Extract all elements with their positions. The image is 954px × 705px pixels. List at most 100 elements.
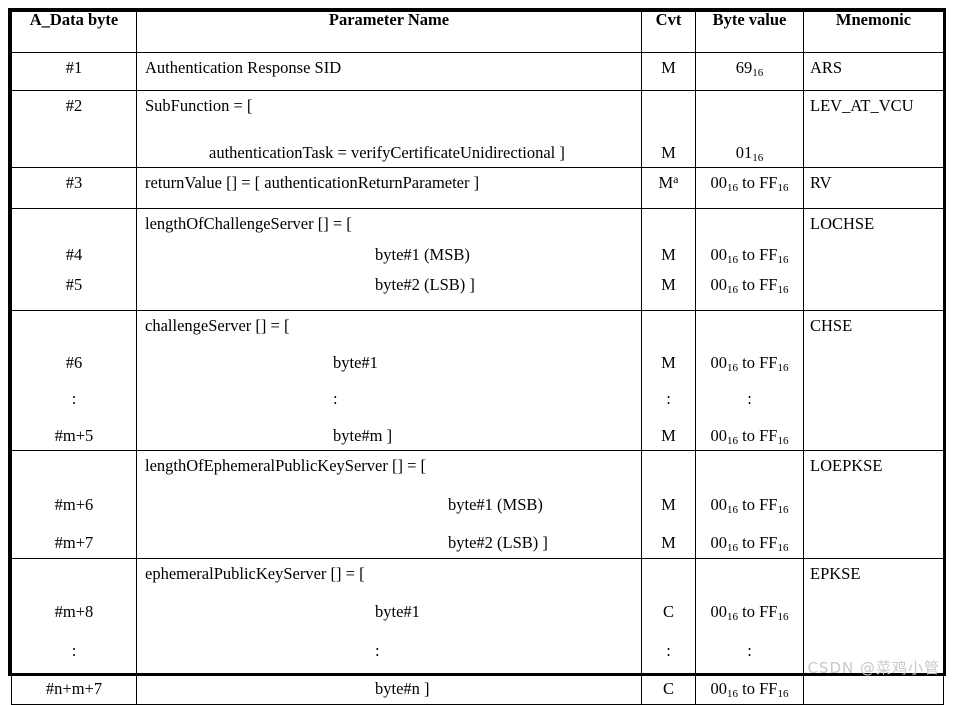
column-header-a-data-byte: A_Data byte [11,11,137,53]
parameter-name-line: : [333,389,338,408]
cell-mnemonic: LOEPKSE [803,450,944,559]
byte-value-line: 0016 to FF16 [710,173,789,194]
cell-a-data-byte: #2 [11,90,137,168]
parameter-name-line: ephemeralPublicKeyServer [] = [ [145,563,365,583]
cell-a-data-byte: #4 #5 [11,208,137,311]
parameter-name-line: byte#1 [375,602,420,621]
cell-a-data-byte: #m+8: #n+m+7 [11,557,137,705]
a-data-byte-line: #n+m+7 [45,679,103,698]
cvt-line: M [661,275,676,294]
a-data-byte-line: #m+5 [54,425,94,445]
parameter-name-line: byte#1 (MSB) [375,244,470,264]
parameter-definition-table: A_Data byte Parameter Name Cvt Byte valu… [11,11,944,705]
cell-mnemonic: CHSE [803,310,944,451]
cell-mnemonic: RV [803,167,944,209]
parameter-name-line: SubFunction = [ [145,96,253,115]
table-row: #m+8: #n+m+7 ephemeralPublicKeyServer [] =… [11,557,944,705]
mnemonic-line: RV [810,173,832,192]
a-data-byte-line: #6 [65,352,83,372]
mnemonic-line: CHSE [810,316,853,335]
mnemonic-line: LOEPKSE [810,456,883,475]
cell-byte-value: 0016 to FF16:0016 to FF16 [695,557,804,705]
cvt-line: M [661,142,676,162]
cell-parameter-name: ephemeralPublicKeyServer [] = [ byte#1: by… [136,557,642,705]
cell-byte-value: 0016 to FF16 [695,167,804,209]
parameter-name-line: Authentication Response SID [145,58,342,77]
cell-parameter-name: challengeServer [] = [ byte#1: byte#m ] [136,310,642,451]
parameter-name-line: lengthOfEphemeralPublicKeyServer [] = [ [145,456,426,475]
cell-cvt: M: M [641,310,696,451]
uds-message-table: A_Data byte Parameter Name Cvt Byte valu… [8,8,946,705]
cell-cvt: M [641,90,696,168]
column-header-mnemonic: Mnemonic [803,11,944,53]
column-header-cvt: Cvt [641,11,696,53]
cell-a-data-byte: #1 [11,52,137,91]
byte-value-line: 0016 to FF16 [710,533,789,554]
parameter-name-line: byte#2 (LSB) ] [375,275,475,294]
a-data-byte-line: #m+6 [54,494,94,514]
column-header-parameter-name: Parameter Name [136,11,642,53]
parameter-name-line: : [375,640,380,660]
parameter-name-line: byte#1 [333,352,378,372]
parameter-name-line: challengeServer [] = [ [145,316,290,335]
byte-value-line: 6916 [735,58,764,79]
cell-mnemonic: LEV_AT_VCU [803,90,944,168]
cell-a-data-byte: #3 [11,167,137,209]
a-data-byte-line: : [71,389,77,408]
cvt-line: Ma [658,172,679,192]
cell-parameter-name: returnValue [] = [ authenticationReturnP… [136,167,642,209]
table-row: #4 #5 lengthOfChallengeServer [] = [ byte#1… [11,208,944,311]
cell-cvt: Ma [641,167,696,209]
a-data-byte-line: #1 [65,58,83,77]
cvt-line: M [661,425,676,445]
cell-mnemonic: LOCHSE [803,208,944,311]
byte-value-line: 0016 to FF16 [710,352,789,374]
mnemonic-line: LEV_AT_VCU [810,96,914,115]
byte-value-line: : [747,640,752,660]
cell-mnemonic: ARS [803,52,944,91]
cell-parameter-name: Authentication Response SID [136,52,642,91]
cvt-line: : [666,389,671,408]
table-header: A_Data byte Parameter Name Cvt Byte valu… [11,11,944,53]
parameter-name-line: byte#m ] [333,425,393,445]
cvt-line: M [661,352,676,372]
cvt-line: M [661,58,676,77]
byte-value-line: 0016 to FF16 [710,494,789,516]
byte-value-line: 0016 to FF16 [710,425,789,447]
a-data-byte-line: : [71,640,77,660]
cvt-line: M [661,244,676,264]
table-body: #1 Authentication Response SID M 6916 ARS #2 … [11,52,944,705]
parameter-name-line: byte#2 (LSB) ] [448,533,548,552]
parameter-name-line: authenticationTask = verifyCertificateUn… [209,142,565,162]
a-data-byte-line: #2 [65,96,83,115]
table-row: #6: #m+5 challengeServer [] = [ byte#1: byte… [11,310,944,451]
byte-value-line: : [747,389,752,408]
a-data-byte-line: #4 [65,244,83,264]
table-row: #2 SubFunction = [ authenticationTask = v… [11,90,944,168]
table-row: #3 returnValue [] = [ authenticationRetur… [11,167,944,209]
a-data-byte-line: #5 [65,275,83,294]
cell-parameter-name: SubFunction = [ authenticationTask = veri… [136,90,642,168]
cell-a-data-byte: #6: #m+5 [11,310,137,451]
parameter-name-line: returnValue [] = [ authenticationReturnP… [145,173,480,192]
cell-cvt: M [641,52,696,91]
cell-byte-value: 6916 [695,52,804,91]
mnemonic-line: LOCHSE [810,214,875,233]
parameter-name-line: lengthOfChallengeServer [] = [ [145,214,352,233]
a-data-byte-line: #m+8 [54,602,94,621]
parameter-name-line: byte#1 (MSB) [448,494,543,514]
cell-cvt: C:C [641,557,696,705]
table-header-row: A_Data byte Parameter Name Cvt Byte valu… [11,11,944,53]
byte-value-line: 0016 to FF16 [710,602,789,623]
byte-value-line: 0016 to FF16 [710,244,789,266]
cell-mnemonic: EPKSE [803,557,944,705]
cell-parameter-name: lengthOfChallengeServer [] = [ byte#1 (MS… [136,208,642,311]
mnemonic-line: ARS [810,58,843,77]
parameter-name-line: byte#n ] [375,679,430,698]
cell-parameter-name: lengthOfEphemeralPublicKeyServer [] = [ b… [136,450,642,559]
cell-byte-value: 0016 to FF16: 0016 to FF16 [695,310,804,451]
